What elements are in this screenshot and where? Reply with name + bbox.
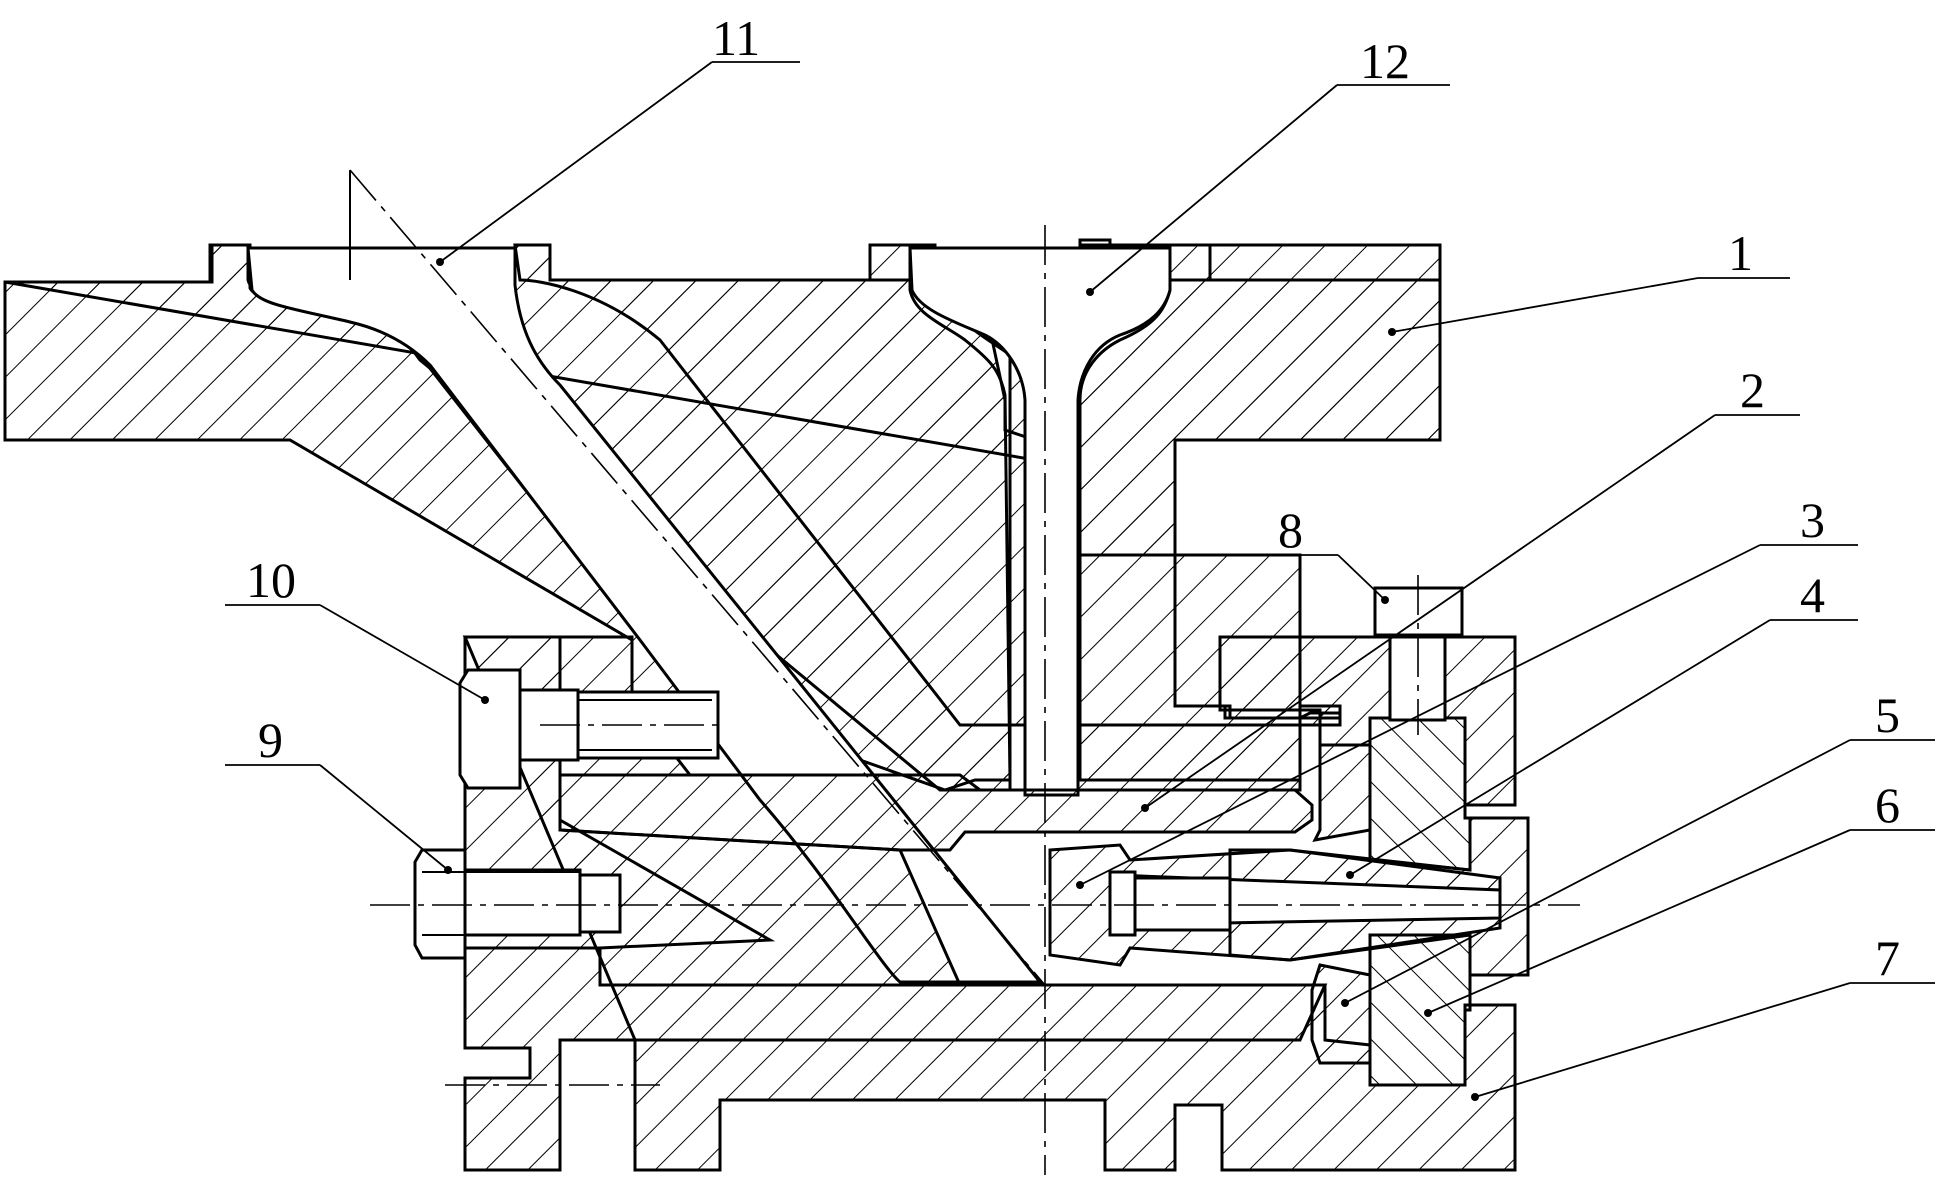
label-9: 9 [258,712,283,768]
label-12: 12 [1360,33,1410,89]
label-10: 10 [246,552,296,608]
label-7: 7 [1875,930,1900,986]
label-8: 8 [1278,502,1303,558]
label-1: 1 [1728,225,1753,281]
label-6: 6 [1875,777,1900,833]
label-3: 3 [1800,492,1825,548]
label-4: 4 [1800,567,1825,623]
label-5: 5 [1875,687,1900,743]
label-2: 2 [1740,362,1765,418]
label-11: 11 [712,10,760,66]
